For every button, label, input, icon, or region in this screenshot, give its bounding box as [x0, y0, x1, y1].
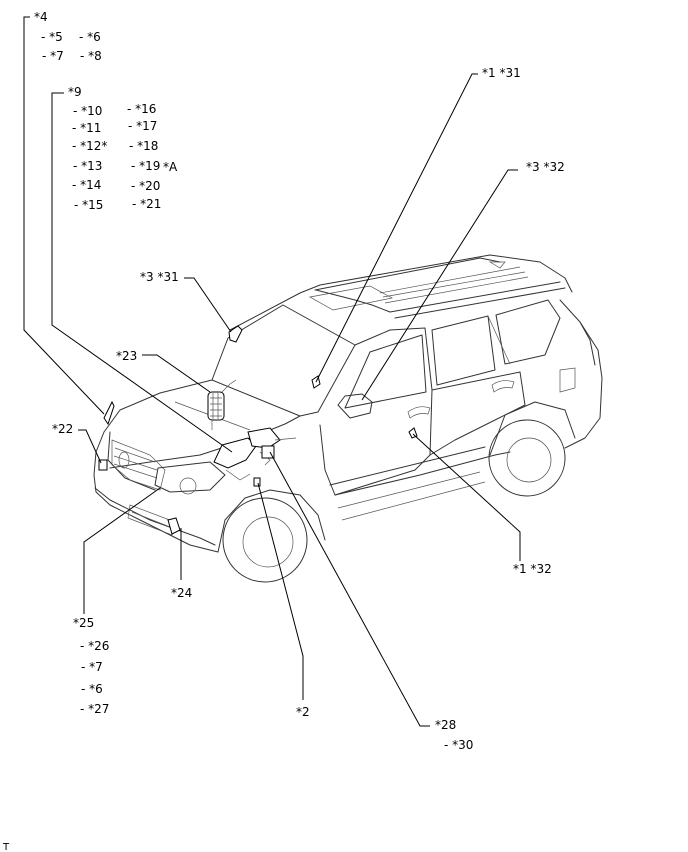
callout-23: *23 — [116, 349, 137, 363]
callout-19: - *19 — [131, 159, 160, 173]
fog-lamp-part — [167, 517, 181, 535]
control-unit-part — [207, 391, 225, 421]
vehicle-illustration — [93, 254, 603, 583]
upper-bracket-part — [228, 325, 243, 343]
callout-26: - *26 — [80, 639, 109, 653]
callout-9: *9 — [68, 85, 82, 99]
callout-1-31: *1 *31 — [482, 66, 521, 80]
leader-lines — [23, 16, 521, 727]
callout-18: - *18 — [129, 139, 158, 153]
relay-block-part — [261, 445, 275, 459]
callout-6-bottom: - *6 — [81, 682, 103, 696]
callout-2: *2 — [296, 705, 310, 719]
callout-13: - *13 — [73, 159, 102, 173]
callout-4: *4 — [34, 10, 48, 24]
lower-connector-part — [253, 477, 261, 487]
callout-30: - *30 — [444, 738, 473, 752]
callout-7-top: - *7 — [42, 49, 64, 63]
callout-3-31: *3 *31 — [140, 270, 179, 284]
footer-code: T — [2, 842, 10, 852]
callout-21: - *21 — [132, 197, 161, 211]
callout-labels: *4 - *5 - *6 - *7 - *8 *9 - *10 - *11 - … — [2, 10, 565, 852]
callout-28: *28 — [435, 718, 456, 732]
callout-10: - *10 — [73, 104, 102, 118]
callout-7-bottom: - *7 — [81, 660, 103, 674]
callout-11: - *11 — [72, 121, 101, 135]
callout-14: - *14 — [72, 178, 101, 192]
left-connector-part — [98, 459, 108, 471]
callout-3-32: *3 *32 — [526, 160, 565, 174]
callout-8: - *8 — [80, 49, 102, 63]
callout-6-top: - *6 — [79, 30, 101, 44]
callout-15: - *15 — [74, 198, 103, 212]
callout-22: *22 — [52, 422, 73, 436]
callout-a: *A — [163, 160, 178, 174]
callout-25: *25 — [73, 616, 94, 630]
front-sensor-part — [103, 400, 115, 426]
callout-16: - *16 — [127, 102, 156, 116]
callout-27: - *27 — [80, 702, 109, 716]
callout-24: *24 — [171, 586, 192, 600]
callout-5: - *5 — [41, 30, 63, 44]
components — [98, 325, 418, 535]
callout-20: - *20 — [131, 179, 160, 193]
callout-12: - *12* — [72, 139, 107, 153]
callout-17: - *17 — [128, 119, 157, 133]
engine-harness-part — [213, 437, 257, 469]
callout-1-32: *1 *32 — [513, 562, 552, 576]
